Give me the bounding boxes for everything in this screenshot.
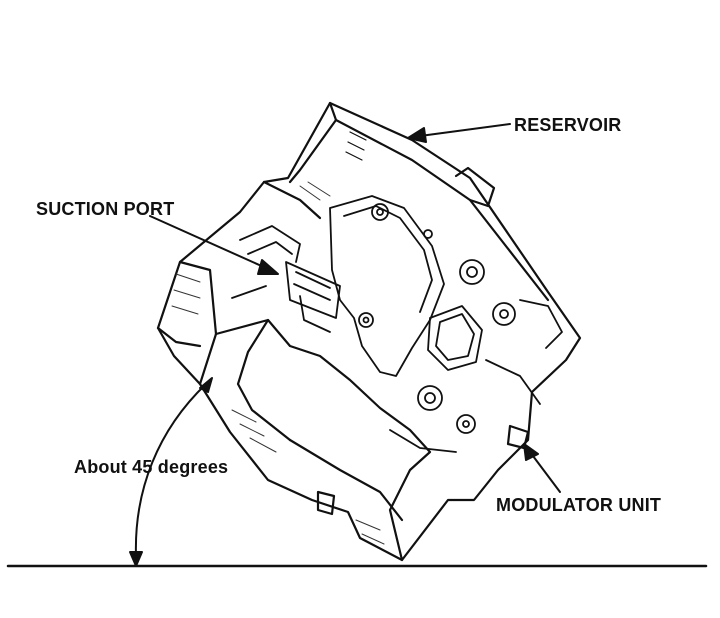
reservoir-label: RESERVOIR [514, 115, 622, 135]
angle-indicator [129, 377, 213, 567]
angle-label: About 45 degrees [74, 457, 229, 477]
lid-markings [345, 131, 367, 161]
modulator-body [156, 101, 582, 562]
modulator-unit-label: MODULATOR UNIT [496, 495, 662, 515]
modulator-internals [231, 195, 563, 453]
surface-shading [171, 181, 385, 545]
callout-arrows [149, 123, 561, 493]
suction-port-label: SUCTION PORT [36, 199, 175, 219]
